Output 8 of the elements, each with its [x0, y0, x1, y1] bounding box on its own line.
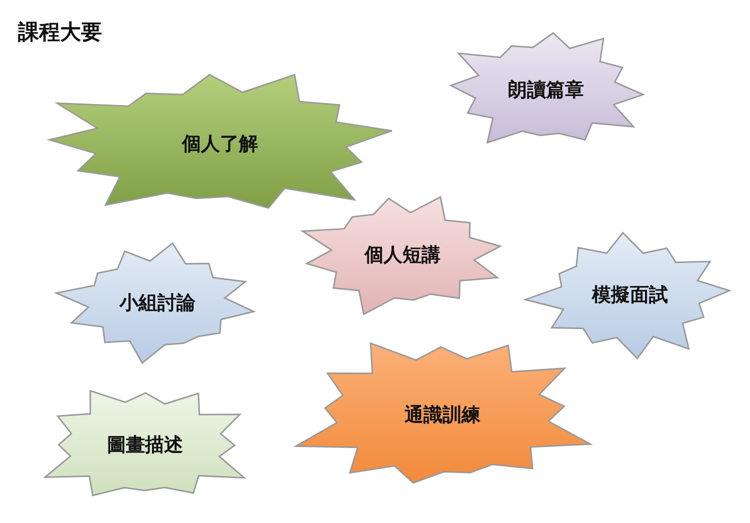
burst-label: 通識訓練: [404, 403, 480, 428]
burst-label: 模擬面試: [592, 283, 668, 308]
burst-label: 小組討論: [120, 290, 196, 316]
burst-label: 個人短講: [364, 243, 440, 268]
title: 課程大要: [18, 18, 102, 46]
burst-label: 個人了解: [182, 132, 258, 157]
burst-label: 圖畫描述: [107, 433, 183, 458]
burst-label: 朗讀篇章: [508, 78, 584, 103]
